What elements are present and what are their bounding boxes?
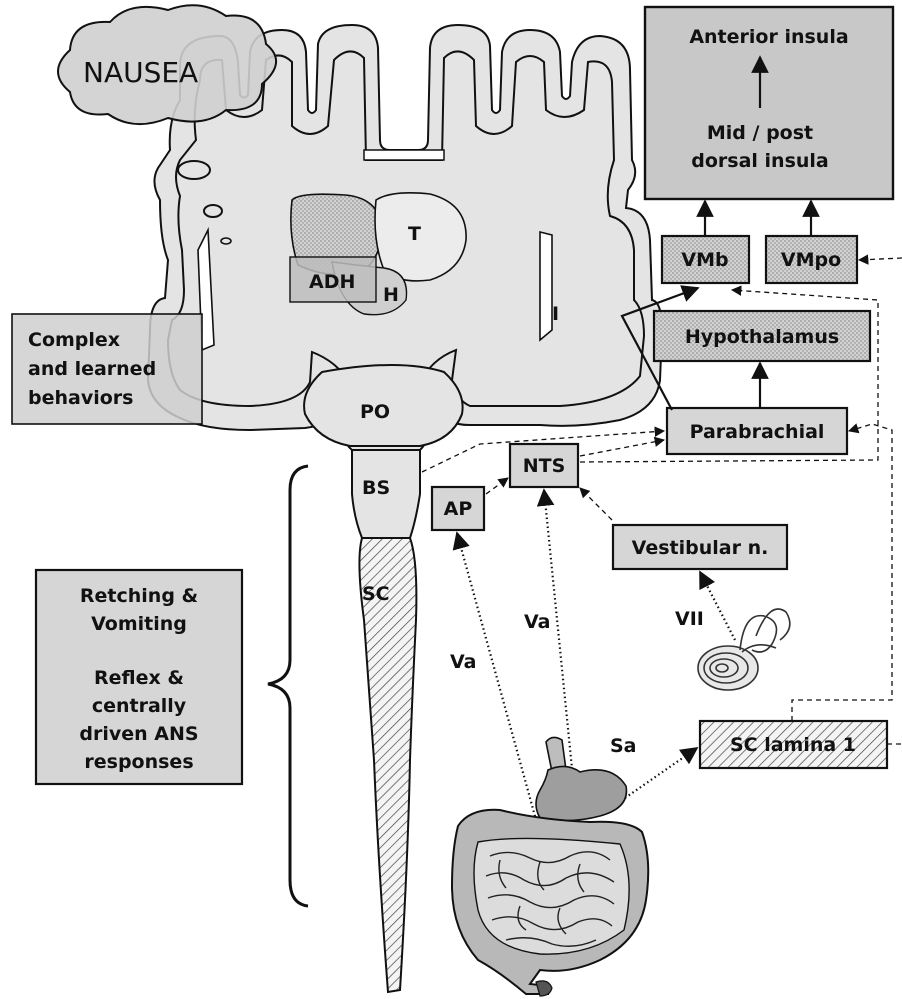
retching-line-2: Vomiting [91, 613, 187, 635]
reflex-line-2: centrally [92, 695, 187, 717]
reflex-line-1: Reflex & [94, 667, 184, 689]
vestibular-box: Vestibular n. [613, 525, 787, 569]
inner-ear-illustration [698, 609, 790, 690]
sc-lamina-box: SC lamina 1 [700, 721, 887, 768]
reflex-line-4: responses [84, 751, 193, 773]
corpus-callosum [364, 150, 444, 160]
hypothalamus-box: Hypothalamus [654, 311, 870, 361]
label-adh: ADH [309, 271, 355, 293]
stomach [536, 766, 626, 820]
label-vestibular: Vestibular n. [632, 537, 769, 559]
dash-vestibular-to-nts [580, 488, 612, 520]
label-parabrachial: Parabrachial [690, 421, 825, 443]
label-vii: VII [675, 608, 704, 630]
label-hypothalamus: Hypothalamus [685, 326, 839, 348]
dash-ap-to-nts [486, 478, 508, 494]
small-intestine [474, 838, 629, 954]
label-bs: BS [362, 477, 390, 499]
label-h: H [383, 284, 399, 306]
complex-line-3: behaviors [28, 387, 133, 409]
spinal-cord [359, 538, 416, 992]
dash-nts-to-parabrachial [580, 440, 664, 456]
label-mid-post-2: dorsal insula [691, 150, 829, 172]
label-nausea: NAUSEA [83, 56, 198, 89]
dot-vii-to-vestibular [700, 572, 735, 640]
nausea-cloud: NAUSEA [58, 5, 276, 124]
ap-box: AP [432, 487, 484, 530]
label-va-right: Va [524, 611, 551, 633]
label-va-left: Va [450, 651, 477, 673]
label-ap: AP [444, 498, 473, 520]
dash-lamina-to-parabrachial [792, 424, 892, 721]
insula-box: Anterior insula Mid / post dorsal insula [645, 7, 893, 199]
reflex-line-3: driven ANS [79, 723, 198, 745]
label-sa: Sa [610, 735, 637, 757]
complex-behaviors-box: Complex and learned behaviors [12, 314, 202, 424]
label-vmpo: VMpo [781, 249, 841, 271]
label-t: T [408, 223, 421, 245]
label-nts: NTS [523, 455, 566, 477]
label-anterior-insula: Anterior insula [689, 26, 848, 48]
nts-box: NTS [510, 444, 578, 487]
label-mid-post-1: Mid / post [707, 122, 813, 144]
label-po: PO [360, 401, 390, 423]
label-sc: SC [362, 583, 390, 605]
dash-right-to-vmpo [859, 258, 902, 260]
vmpo-box: VMpo [766, 236, 857, 283]
complex-line-2: and learned [28, 358, 156, 380]
gut-illustration [452, 737, 648, 996]
label-sc-lamina: SC lamina 1 [730, 734, 856, 756]
label-vmb: VMb [681, 249, 728, 271]
retching-line-1: Retching & [80, 585, 198, 607]
curly-brace [268, 466, 308, 906]
complex-line-1: Complex [28, 329, 120, 351]
vmb-box: VMb [662, 236, 749, 283]
label-i: I [552, 303, 559, 325]
right-insula-sulcus [540, 232, 552, 340]
retching-box: Retching & Vomiting Reflex & centrally d… [36, 570, 242, 784]
dot-va-to-ap [457, 533, 541, 838]
parabrachial-box: Parabrachial [667, 408, 847, 454]
